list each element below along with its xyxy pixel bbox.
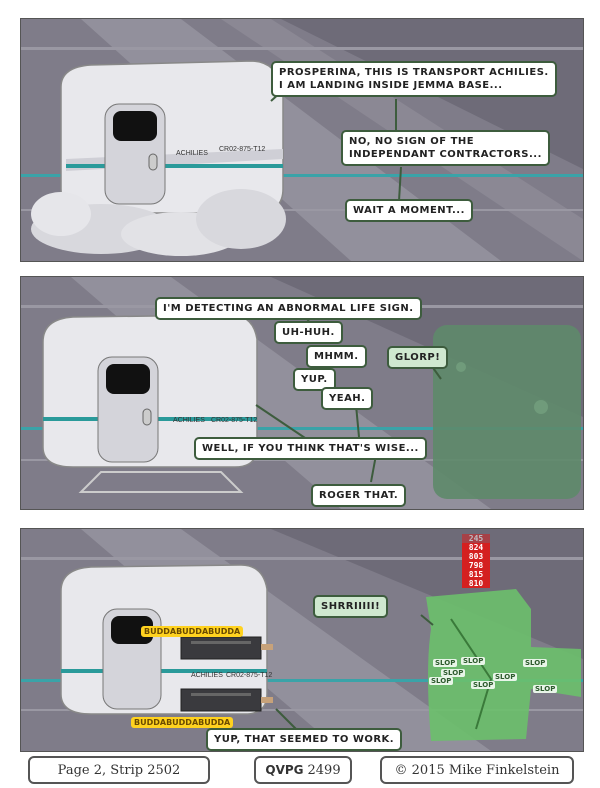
speech-bubble-prosperina: PROSPERINA, THIS IS TRANSPORT ACHILIES. … — [271, 61, 557, 97]
speech-bubble-no-sign: NO, NO SIGN OF THE INDEPENDANT CONTRACTO… — [341, 130, 550, 166]
speech-bubble-wait: WAIT A MOMENT... — [345, 199, 473, 222]
ship-code-label: CR02-875-T12 — [226, 672, 273, 679]
slop-sfx: SLOP — [441, 669, 466, 677]
qvpg-logo-box: QVPG 2499 — [254, 756, 352, 784]
speech-bubble-wise: WELL, IF YOU THINK THAT'S WISE... — [194, 437, 427, 460]
bubble-line: UH-HUH. — [282, 327, 335, 338]
bubble-line: WELL, IF YOU THINK THAT'S WISE... — [202, 443, 419, 454]
panel-2-background — [21, 277, 583, 509]
ship-code-label: CR02-875-T12 — [211, 417, 258, 424]
ship-name-label: ACHILIES — [176, 150, 208, 157]
bubble-line: SHRRIIIII! — [321, 601, 381, 612]
ship-code-label: CR02-875-T12 — [219, 146, 266, 153]
ship-name-label: ACHILIES — [191, 672, 223, 679]
gun-sfx-top: BUDDABUDDABUDDA — [141, 626, 244, 637]
speech-bubble-yup: YUP. — [293, 368, 336, 391]
gun-sfx-bottom: BUDDABUDDABUDDA — [131, 717, 234, 728]
slop-sfx: SLOP — [433, 659, 458, 667]
speech-bubble-seemed-to-work: YUP, THAT SEEMED TO WORK. — [206, 728, 403, 751]
damage-number: 815 — [462, 570, 490, 579]
qvpg-logo: QVPG — [265, 763, 304, 777]
damage-number: 824 — [462, 543, 490, 552]
bubble-line: NO, NO SIGN OF THE — [349, 136, 475, 147]
panel-3-background — [21, 529, 583, 751]
bubble-line: INDEPENDANT CONTRACTORS... — [349, 149, 542, 160]
comic-panel-1: ACHILIES CR02-875-T12 PROSPERINA, THIS I… — [20, 18, 584, 262]
speech-bubble-life-sign: I'M DETECTING AN ABNORMAL LIFE SIGN. — [155, 297, 422, 320]
speech-bubble-yeah: YEAH. — [321, 387, 374, 410]
bubble-line: GLORP! — [395, 352, 441, 363]
bubble-line: PROSPERINA, THIS IS TRANSPORT ACHILIES. — [279, 67, 549, 78]
copyright-text: © 2015 Mike Finkelstein — [394, 762, 560, 778]
comic-panel-2: ACHILIES CR02-875-T12 I'M DETECTING AN A… — [20, 276, 584, 510]
slop-sfx: SLOP — [523, 659, 548, 667]
bubble-line: YUP. — [301, 374, 328, 385]
speech-bubble-roger: ROGER THAT. — [311, 484, 407, 507]
slop-sfx: SLOP — [471, 681, 496, 689]
bubble-line: I AM LANDING INSIDE JEMMA BASE... — [279, 80, 503, 91]
slop-sfx: SLOP — [429, 677, 454, 685]
slop-sfx: SLOP — [533, 685, 558, 693]
creature-bubble-glorp: GLORP! — [387, 346, 449, 369]
creature-bubble-shrriiiii: SHRRIIIII! — [313, 595, 389, 618]
bubble-line: I'M DETECTING AN ABNORMAL LIFE SIGN. — [163, 303, 414, 314]
comic-panel-3: ACHILIES CR02-875-T12 BUDDABUDDABUDDA BU… — [20, 528, 584, 752]
bubble-line: WAIT A MOMENT... — [353, 205, 465, 216]
damage-number: 798 — [462, 561, 490, 570]
bubble-line: MHMM. — [314, 351, 359, 362]
speech-bubble-mhmm: MHMM. — [306, 345, 367, 368]
ship-name-label: ACHILIES — [173, 417, 205, 424]
strip-number-text: Page 2, Strip 2502 — [57, 762, 181, 778]
qvpg-number: 2499 — [307, 762, 341, 778]
bubble-line: YUP, THAT SEEMED TO WORK. — [214, 734, 395, 745]
damage-number: 245 — [462, 534, 490, 543]
bubble-line: YEAH. — [329, 393, 366, 404]
damage-number: 810 — [462, 579, 490, 588]
slop-sfx: SLOP — [461, 657, 486, 665]
copyright-label: © 2015 Mike Finkelstein — [380, 756, 574, 784]
bubble-line: ROGER THAT. — [319, 490, 399, 501]
slop-sfx: SLOP — [493, 673, 518, 681]
damage-number: 803 — [462, 552, 490, 561]
speech-bubble-uh-huh: UH-HUH. — [274, 321, 343, 344]
strip-number-label: Page 2, Strip 2502 — [28, 756, 210, 784]
